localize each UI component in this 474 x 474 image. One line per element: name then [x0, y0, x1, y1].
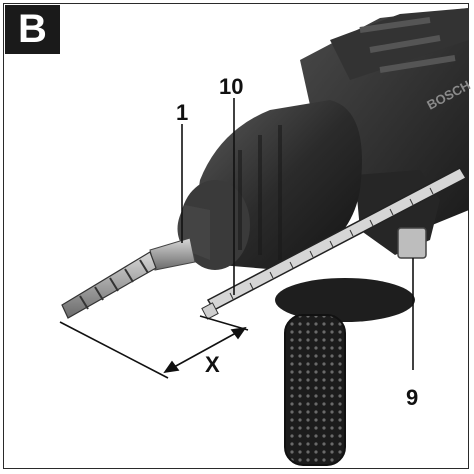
callout-depth-stop: 10 [219, 74, 243, 99]
depth-stop-rod [201, 167, 468, 320]
side-handle [275, 278, 415, 466]
dimension-x [59, 315, 249, 379]
leader-lines [181, 98, 414, 370]
callout-bit: 1 [176, 100, 188, 125]
figure-badge: B [5, 5, 60, 54]
drill-bit [61, 237, 196, 319]
callout-button: 9 [406, 385, 418, 410]
figure-frame [3, 3, 469, 469]
chuck [177, 100, 362, 270]
callout-dimension: X [205, 352, 220, 377]
release-button [397, 227, 427, 259]
